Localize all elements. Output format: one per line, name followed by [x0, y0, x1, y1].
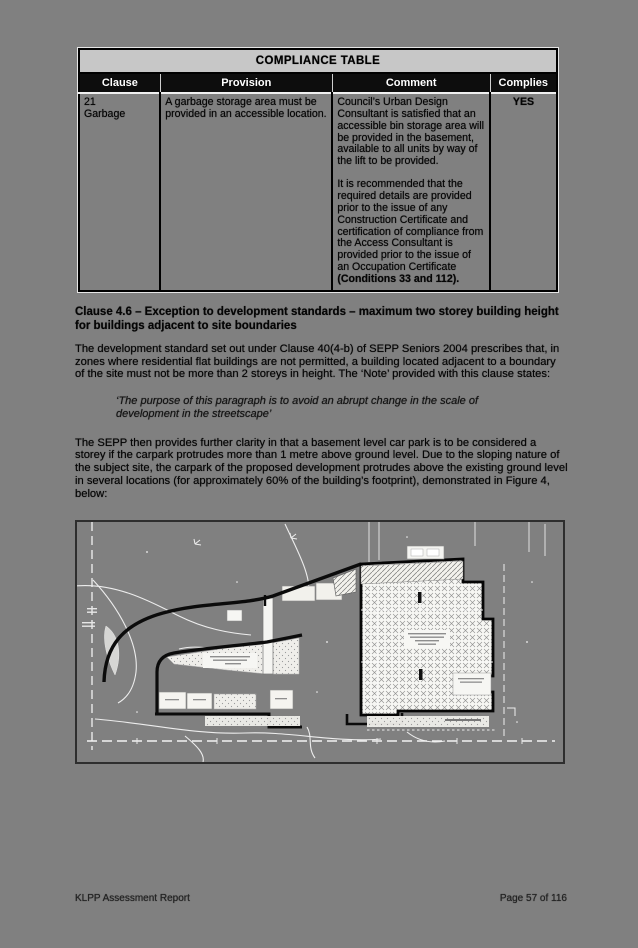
section-heading: Clause 4.6 – Exception to development st… [75, 305, 559, 332]
clause-cell: 21 Garbage [77, 92, 162, 292]
footer-report-title: KLPP Assessment Report [75, 893, 190, 904]
survey-label-marks [82, 608, 97, 628]
corner-mark [507, 707, 516, 717]
comment-cell: Council’s Urban Design Consultant is sat… [331, 92, 492, 292]
column-header-provision: Provision [159, 73, 333, 93]
building-top-strip [360, 561, 464, 585]
scan-noise [136, 536, 533, 724]
provision-cell: A garbage storage area must be provided … [159, 92, 334, 292]
illegible-label-marks [275, 698, 287, 700]
lift-core [419, 669, 423, 681]
comment-paragraph-2: It is recommended that the required deta… [337, 178, 484, 286]
conditions-reference: (Conditions 33 and 112). [337, 273, 460, 286]
table-title-row: COMPLIANCE TABLE [79, 49, 557, 74]
paragraph-sepp-clarity: The SEPP then provides further clarity i… [75, 436, 568, 500]
unit-box [158, 692, 187, 710]
site-plan-drawing [77, 522, 555, 763]
paragraph-development-standard: The development standard set out under C… [75, 342, 560, 381]
small-room [226, 610, 243, 622]
path-hatch [205, 716, 300, 727]
tree-symbols [193, 533, 298, 546]
north-survey-lines [368, 522, 546, 563]
clause-number: 21 [84, 96, 96, 108]
figure-4-site-plan [75, 520, 565, 765]
illegible-label-marks [458, 678, 484, 684]
compliance-table: COMPLIANCE TABLE Clause Provision Commen… [77, 47, 559, 293]
provision-text: A garbage storage area must be provided … [165, 96, 327, 120]
comment-paragraph-1: Council’s Urban Design Consultant is sat… [337, 96, 484, 168]
building-label-patch [404, 630, 450, 649]
table-header-row: Clause Provision Comment Complies [79, 73, 557, 93]
unit-box [186, 693, 213, 710]
table-row: 21 Garbage A garbage storage area must b… [77, 92, 558, 292]
building-room-box [452, 673, 492, 696]
report-page: { "table": { "title": "COMPLIANCE TABLE"… [0, 47, 638, 948]
lift-core [418, 592, 422, 604]
column-header-clause: Clause [79, 73, 161, 93]
building-grid-lines [361, 565, 493, 712]
footer-page-number: Page 57 of 116 [499, 893, 567, 904]
clause-name: Garbage [84, 107, 126, 120]
column-header-comment: Comment [331, 73, 491, 93]
table-title: COMPLIANCE TABLE [79, 49, 557, 74]
clause-note-quote: ‘The purpose of this paragraph is to avo… [116, 395, 479, 421]
stair-core [262, 598, 274, 675]
path-hatch [367, 716, 489, 728]
ramp-hatch [332, 568, 357, 597]
complies-cell: YES [489, 92, 558, 292]
roof-structure-box [410, 549, 424, 557]
boundary-ticks [136, 738, 523, 745]
roof-structure-box [426, 549, 440, 557]
illegible-label-marks [445, 719, 481, 722]
illegible-label-marks [210, 656, 250, 665]
terrace-hatch [213, 694, 257, 710]
column-header-complies: Complies [489, 73, 557, 93]
unit-box [269, 690, 294, 710]
page-footer: KLPP Assessment Report Page 57 of 116 [75, 893, 567, 904]
illegible-label-marks [165, 699, 206, 701]
illegible-label-marks [408, 633, 446, 646]
